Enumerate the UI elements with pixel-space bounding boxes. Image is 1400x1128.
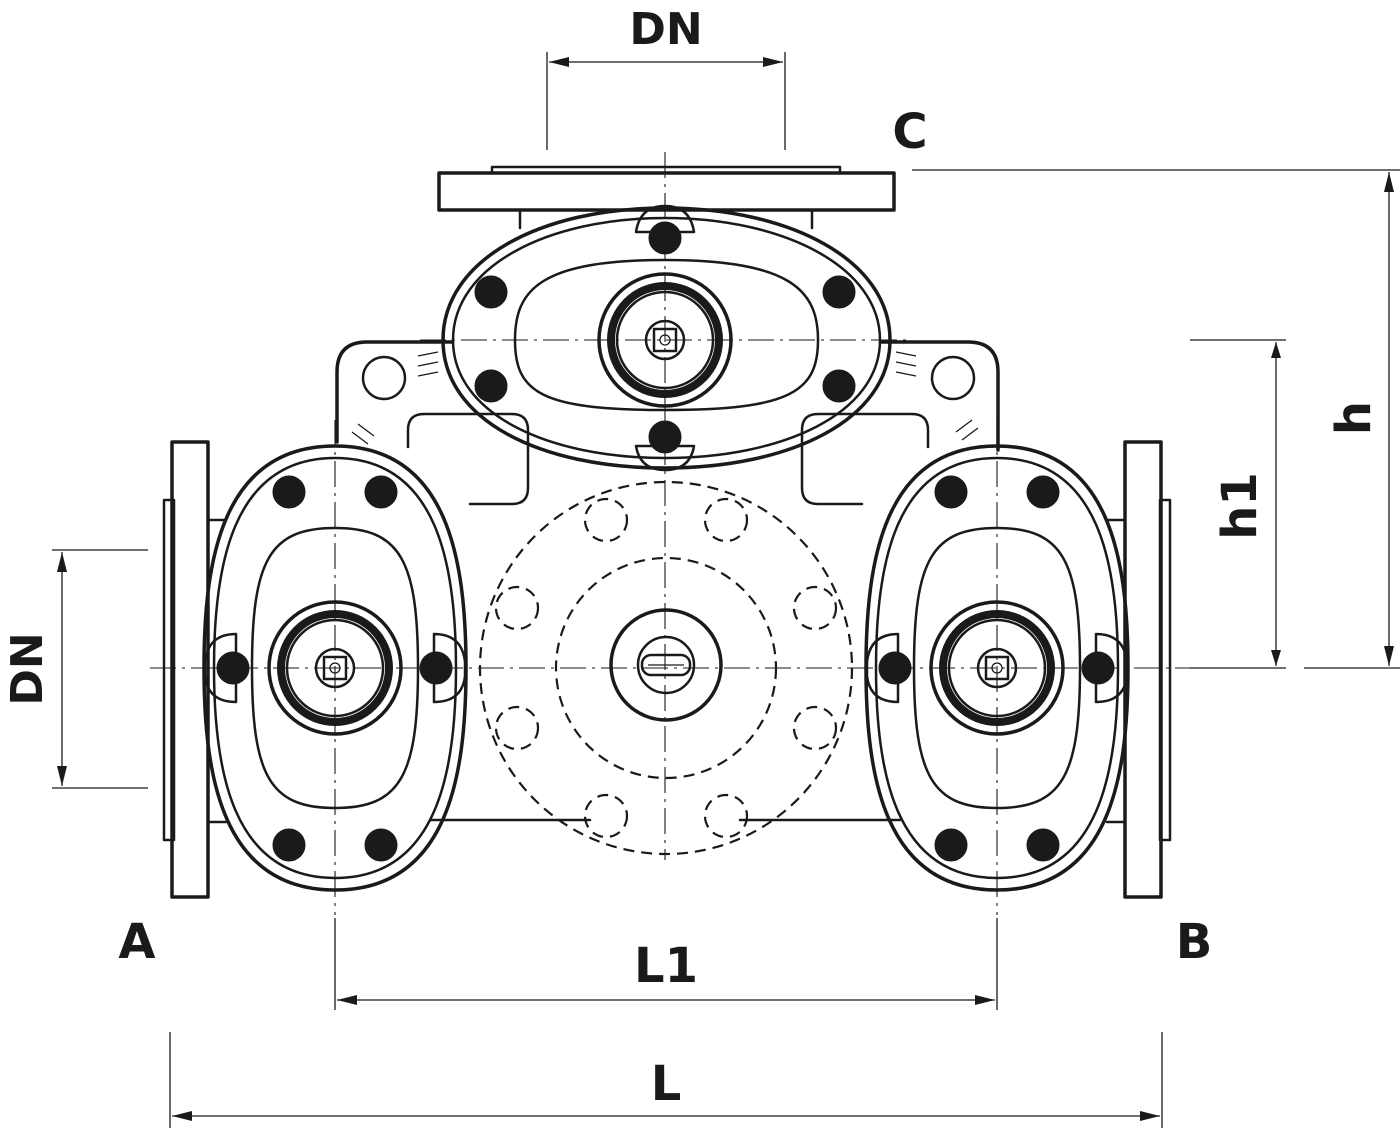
hidden-bolt-ring [494, 497, 838, 839]
dimension-dn-left [52, 549, 148, 789]
flange-c [437, 165, 896, 230]
l1-label: L1 [634, 938, 698, 994]
h-label: h [1326, 401, 1382, 435]
center-lines [150, 152, 1190, 915]
dn-top-label: DN [629, 4, 702, 55]
l-label: L [651, 1056, 682, 1112]
dimension-h1 [1190, 339, 1286, 669]
port-b-label: B [1176, 914, 1213, 970]
dn-left-label: DN [2, 632, 53, 705]
dimension-h [912, 169, 1400, 669]
dimension-dn-top [546, 52, 786, 150]
cover-top [441, 204, 892, 472]
valve-body [335, 340, 1000, 822]
h1-label: h1 [1212, 472, 1268, 540]
port-a-label: A [118, 914, 155, 970]
port-c-label: C [892, 104, 927, 160]
dimension-l1 [334, 918, 998, 1010]
flange-a [162, 440, 228, 899]
dimension-l [169, 1032, 1163, 1128]
flange-b [1105, 440, 1172, 899]
